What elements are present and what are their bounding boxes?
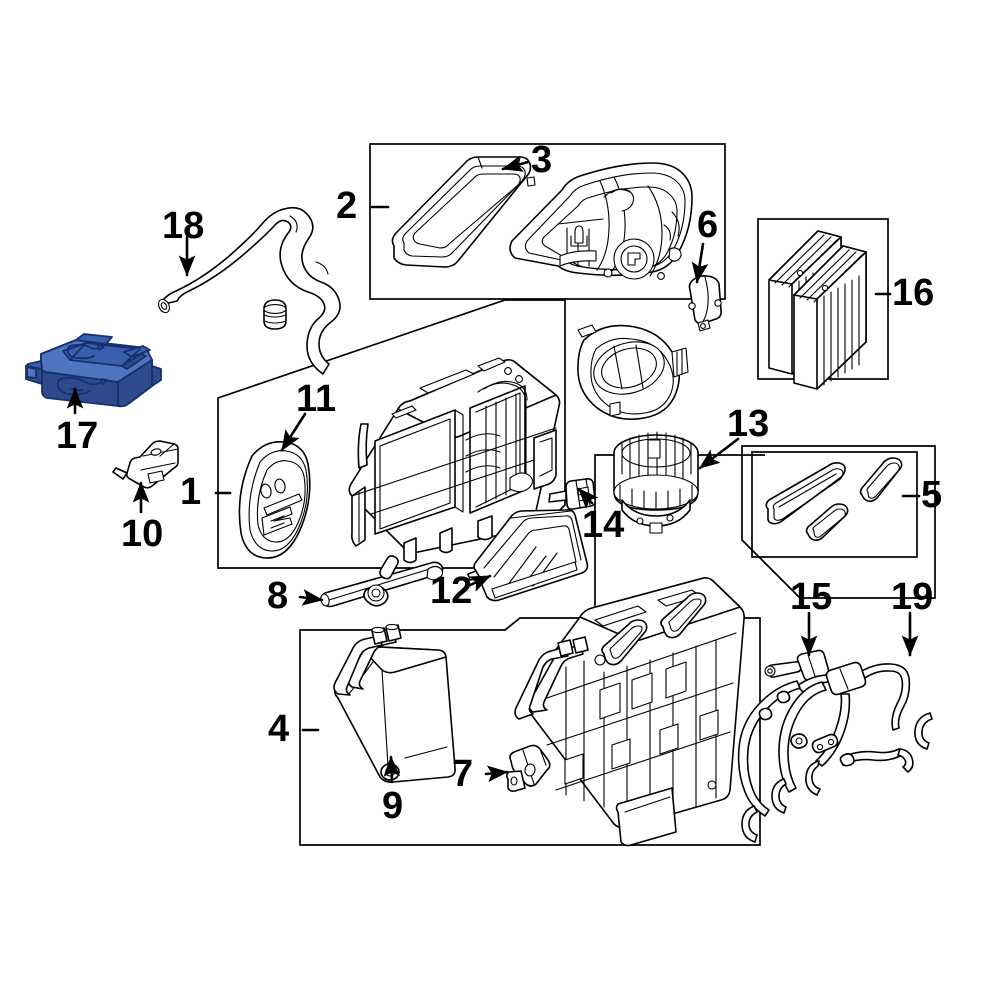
callout-17[interactable]: 17 — [56, 415, 99, 457]
callout-3[interactable]: 3 — [531, 139, 553, 181]
part-1-hvac-case-assembly — [348, 324, 689, 564]
part-8-linkage-rod — [320, 555, 444, 608]
part-10-in-car-sensor — [112, 440, 179, 489]
panel-5-seal-kit — [751, 451, 918, 558]
callout-14[interactable]: 14 — [582, 504, 625, 546]
part-11-case-cover — [238, 440, 311, 559]
callout-11[interactable]: 11 — [296, 378, 337, 420]
part-15-sensor-pigtail — [764, 649, 830, 682]
callout-9[interactable]: 9 — [382, 785, 404, 827]
part-18-drain-hose — [157, 206, 341, 375]
leader-3 — [501, 155, 530, 172]
part-6-mode-actuator — [688, 275, 722, 332]
callout-4[interactable]: 4 — [268, 708, 290, 750]
panel-1-case-group — [217, 299, 566, 569]
leader-8 — [298, 589, 324, 606]
panel-outlines — [217, 143, 936, 846]
callout-8[interactable]: 8 — [267, 575, 289, 617]
leader-14 — [577, 487, 599, 509]
part-16-evaporator-core — [768, 230, 867, 390]
leader-12 — [464, 574, 492, 592]
panel-2-blower-case — [369, 143, 726, 300]
leader-11 — [280, 412, 307, 452]
part-9-heater-core — [333, 623, 456, 783]
callout-1[interactable]: 1 — [180, 471, 202, 513]
part-12-filter-tray — [467, 509, 589, 602]
callout-16[interactable]: 16 — [892, 272, 935, 314]
callout-leaders — [66, 155, 921, 784]
part-2-blower-case-assembly — [509, 162, 693, 280]
part-13-blower-motor — [613, 431, 699, 534]
callout-7[interactable]: 7 — [452, 753, 474, 795]
panel-4-heater-core — [299, 617, 761, 846]
callout-12[interactable]: 12 — [430, 570, 473, 612]
part-7-temperature-actuator — [505, 744, 551, 792]
part-5-seal-kit — [765, 457, 903, 541]
callout-5[interactable]: 5 — [921, 474, 943, 516]
main-hvac-housing — [514, 577, 745, 847]
leader-13 — [698, 437, 740, 470]
callout-6[interactable]: 6 — [697, 204, 719, 246]
callout-15[interactable]: 15 — [790, 576, 833, 618]
callout-19[interactable]: 19 — [891, 576, 934, 618]
callout-18[interactable]: 18 — [162, 205, 205, 247]
callout-2[interactable]: 2 — [336, 185, 358, 227]
leader-7 — [484, 765, 509, 783]
leader-9 — [383, 755, 401, 784]
panel-5-outer — [741, 445, 936, 599]
leader-6 — [691, 242, 709, 284]
callout-10[interactable]: 10 — [121, 513, 164, 555]
part-3-inlet-seal — [391, 156, 536, 268]
part-19-wiring-harness — [737, 661, 933, 843]
part-17-control-module-highlighted — [25, 333, 162, 408]
callout-13[interactable]: 13 — [727, 403, 770, 445]
